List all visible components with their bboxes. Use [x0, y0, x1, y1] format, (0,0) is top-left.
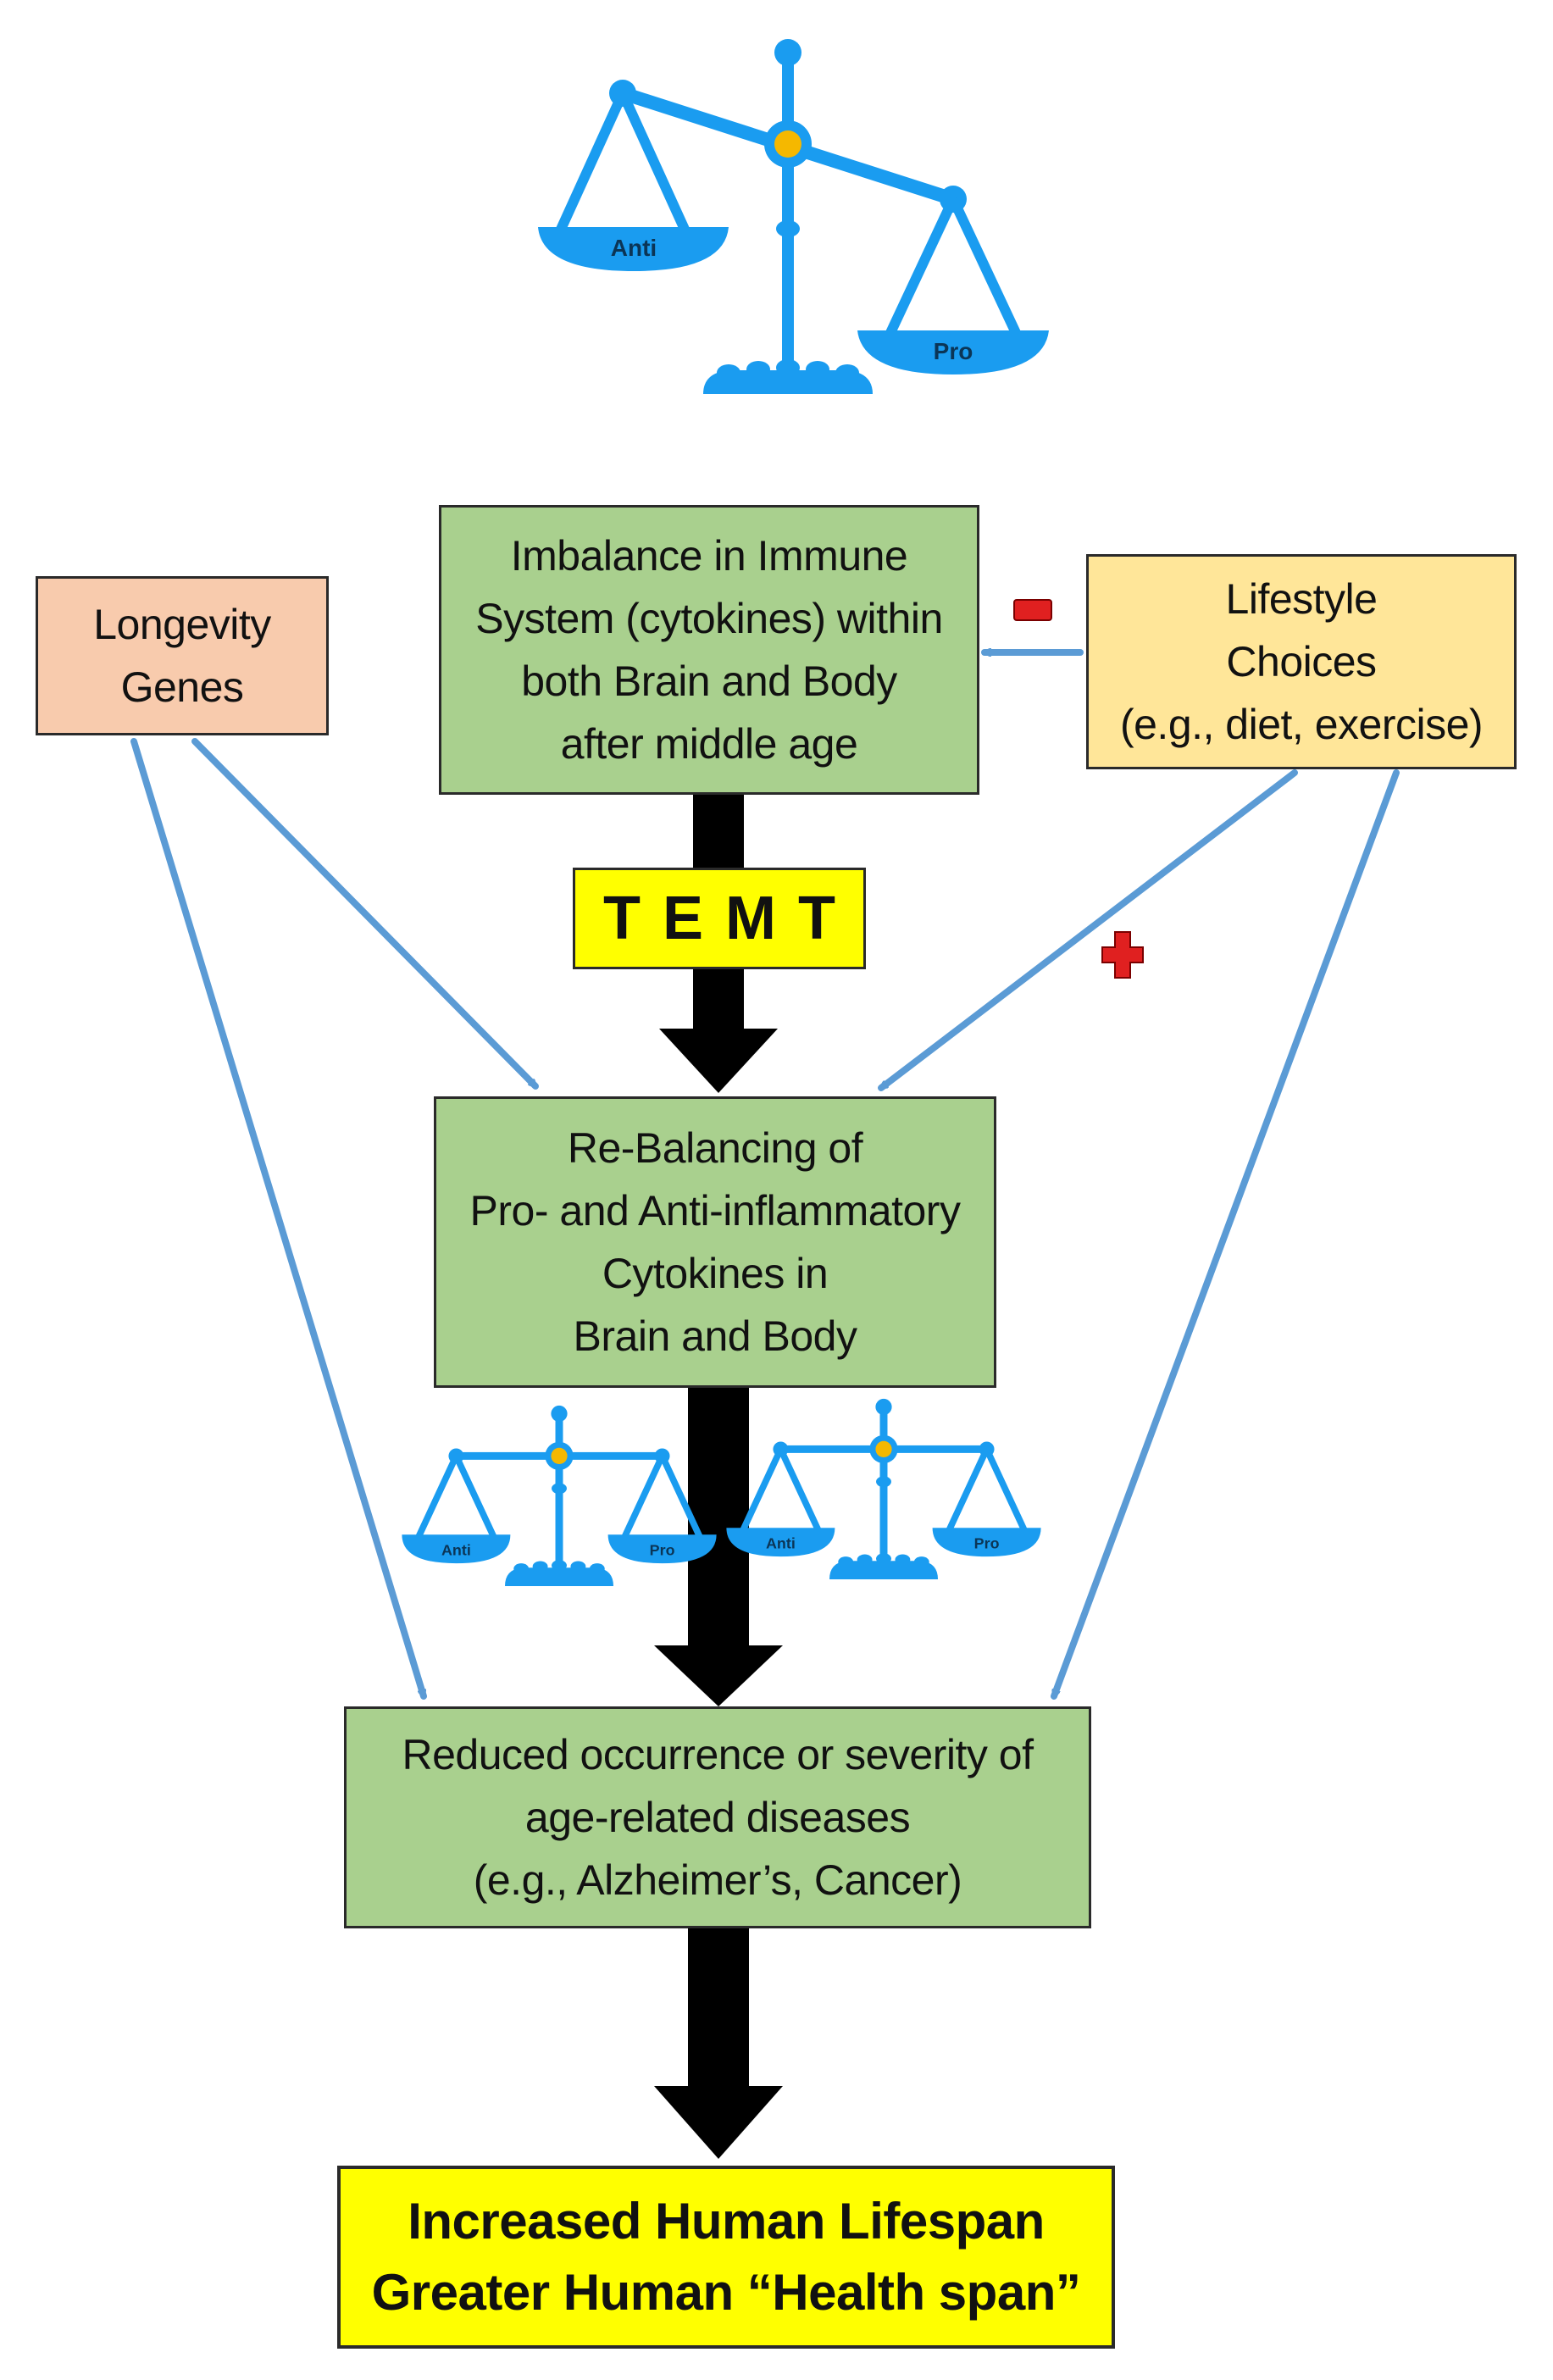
top-scale-pro-label: Pro — [934, 338, 973, 364]
node-lifespan-line-2: Greater Human “Health span” — [371, 2264, 1081, 2321]
node-lifespan-line-1: Increased Human Lifespan — [408, 2193, 1045, 2250]
arrow-genes-to-rebalance — [191, 738, 539, 1090]
node-rebalance-line-3: Cytokines in — [602, 1250, 829, 1297]
node-rebalance-line-1: Re-Balancing of — [567, 1124, 863, 1172]
arrow-genes-to-reduced — [130, 738, 427, 1700]
node-lifestyle-line-1: Lifestyle — [1225, 575, 1378, 623]
small-scale-right-anti-label: Anti — [766, 1535, 796, 1552]
node-reduced-line-3: (e.g., Alzheimer’s, Cancer) — [473, 1856, 962, 1904]
node-reduced-diseases: Reduced occurrence or severity of age-re… — [344, 1706, 1091, 1928]
node-lifestyle-line-3: (e.g., diet, exercise) — [1119, 701, 1484, 748]
node-rebalancing-cytokines: Re-Balancing of Pro- and Anti-inflammato… — [434, 1096, 996, 1388]
top-scale-anti-label: Anti — [611, 235, 657, 261]
node-longevity-line-2: Genes — [120, 663, 244, 711]
small-scale-right-pro-label: Pro — [974, 1535, 1000, 1552]
minus-sign-icon — [1013, 599, 1052, 621]
small-scale-left-pro-label: Pro — [650, 1542, 675, 1559]
node-reduced-line-2: age-related diseases — [524, 1794, 911, 1841]
small-balance-scale-icon-right: Anti Pro — [726, 1399, 1040, 1579]
node-imbalance-line-2: System (cytokines) within — [475, 595, 943, 642]
node-imbalance-line-1: Imbalance in Immune — [510, 532, 908, 580]
influence-arrows — [130, 652, 1400, 1700]
node-rebalance-line-2: Pro- and Anti-inflammatory — [469, 1187, 961, 1234]
node-temt: TEMT — [573, 868, 866, 969]
flow-arrow-reduced-to-lifespan — [654, 1928, 783, 2159]
arrow-lifestyle-to-reduced — [1051, 769, 1400, 1700]
node-imbalance-line-3: both Brain and Body — [521, 657, 897, 705]
node-longevity-line-1: Longevity — [93, 601, 271, 648]
plus-sign-icon — [1101, 931, 1144, 979]
small-balance-scale-icon-left: Anti Pro — [402, 1406, 716, 1586]
node-reduced-line-1: Reduced occurrence or severity of — [402, 1731, 1034, 1778]
flow-arrow-imbalance-to-rebalance — [659, 795, 778, 1093]
node-longevity-genes: Longevity Genes — [36, 576, 329, 735]
node-imbalance-immune-system: Imbalance in Immune System (cytokines) w… — [439, 505, 979, 795]
arrow-lifestyle-to-rebalance — [878, 769, 1298, 1091]
node-increased-lifespan: Increased Human Lifespan Greater Human “… — [337, 2166, 1115, 2349]
small-scale-left-anti-label: Anti — [441, 1542, 471, 1559]
node-temt-label: TEMT — [603, 885, 857, 952]
top-balance-scale-icon: Anti Pro — [538, 39, 1049, 394]
node-lifestyle-line-2: Choices — [1226, 638, 1377, 685]
node-imbalance-line-4: after middle age — [560, 720, 858, 768]
node-rebalance-line-4: Brain and Body — [573, 1312, 857, 1360]
node-lifestyle-choices: Lifestyle Choices (e.g., diet, exercise) — [1086, 554, 1517, 769]
flow-arrow-rebalance-to-reduced — [654, 1388, 783, 1706]
